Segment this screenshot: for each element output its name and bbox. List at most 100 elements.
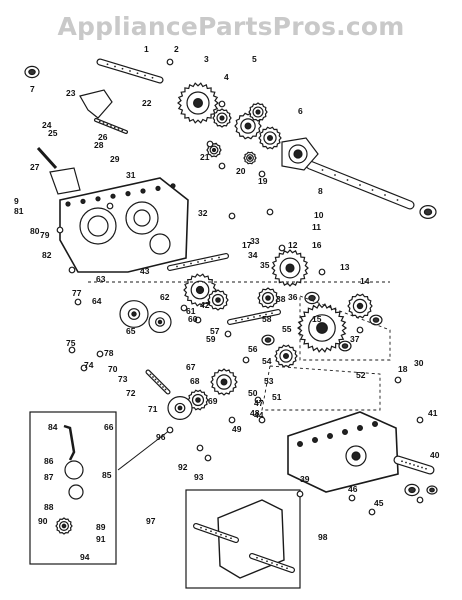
callout-45: 45 (374, 498, 384, 508)
needle-bearing-a (304, 291, 320, 305)
fastener-2 (218, 100, 226, 108)
fastener-4 (218, 162, 226, 170)
callout-41: 41 (428, 408, 438, 418)
callout-85: 85 (102, 470, 112, 480)
large-top-gear (177, 82, 219, 124)
callout-58: 58 (262, 314, 272, 324)
watermark-text: AppliancePartsPros.com (57, 12, 405, 41)
fastener-12 (416, 416, 424, 424)
callout-36: 36 (288, 292, 298, 302)
callout-12: 12 (288, 240, 298, 250)
callout-37: 37 (350, 334, 360, 344)
fastener-11 (394, 376, 402, 384)
callout-11: 11 (312, 222, 321, 232)
needle-bearing-b (261, 334, 275, 346)
detent-bracket (49, 167, 81, 195)
fastener-13 (416, 496, 424, 504)
right-small-gear (347, 293, 373, 319)
callout-98: 98 (318, 532, 328, 542)
callout-14: 14 (360, 276, 370, 286)
callout-15: 15 (312, 314, 322, 324)
fastener-20 (106, 202, 114, 210)
idler-gear-b (187, 389, 209, 411)
callout-88: 88 (44, 502, 54, 512)
assembly-outline-b (261, 365, 381, 411)
callout-23: 23 (66, 88, 76, 98)
callout-21: 21 (200, 152, 210, 162)
fastener-8 (278, 244, 286, 252)
fastener-25 (80, 364, 88, 372)
idler-shaft (145, 369, 171, 395)
callout-42: 42 (200, 300, 210, 310)
fastener-5 (258, 170, 266, 178)
callout-80: 80 (30, 226, 40, 236)
callout-4: 4 (224, 72, 229, 82)
callout-67: 67 (186, 362, 196, 372)
callout-18: 18 (398, 364, 408, 374)
inset-axle-left (193, 523, 239, 543)
callout-89: 89 (96, 522, 106, 532)
fastener-7 (266, 208, 274, 216)
output-shaft-stub (393, 455, 435, 475)
fastener-17 (166, 426, 174, 434)
callout-68: 68 (190, 376, 200, 386)
callout-59: 59 (206, 334, 216, 344)
callout-57: 57 (210, 326, 220, 336)
fastener-15 (348, 494, 356, 502)
transmission-case-half (59, 177, 189, 273)
center-gear-b (207, 289, 229, 311)
callout-77: 77 (72, 288, 82, 298)
callout-91: 91 (96, 534, 106, 544)
fastener-9 (318, 268, 326, 276)
right-hub-nut (419, 205, 437, 220)
callout-92: 92 (178, 462, 188, 472)
callout-63: 63 (96, 274, 106, 284)
inset-small-gear (55, 517, 73, 535)
needle-bearing-c (338, 340, 352, 352)
callout-50: 50 (248, 388, 258, 398)
fastener-19 (204, 454, 212, 462)
inset-shift-detail-frame (29, 411, 117, 565)
inset-shift-lever (63, 424, 76, 461)
inset-assembled-frame (185, 489, 301, 589)
callout-34: 34 (248, 250, 258, 260)
callout-24: 24 (42, 120, 52, 130)
fastener-26 (96, 350, 104, 358)
callout-9: 9 (14, 196, 19, 206)
fastener-30 (242, 356, 250, 364)
assembly-outline-a (299, 295, 391, 361)
fastener-22 (68, 266, 76, 274)
mid-right-spur-gear (271, 249, 309, 287)
fastener-27 (180, 304, 188, 312)
left-hub-nut (24, 65, 40, 79)
callout-73: 73 (118, 374, 128, 384)
fastener-21 (56, 226, 64, 234)
callout-8: 8 (318, 186, 323, 196)
lower-small-gear (274, 344, 298, 368)
callout-84: 84 (48, 422, 58, 432)
callout-5: 5 (252, 54, 257, 64)
callout-48: 48 (250, 408, 260, 418)
callout-19: 19 (258, 176, 268, 186)
callout-72: 72 (126, 388, 136, 398)
thrust-washer-b (148, 310, 172, 334)
callout-38: 38 (276, 294, 286, 304)
upper-bevel-gear (248, 102, 268, 122)
callout-13: 13 (340, 262, 350, 272)
callout-87: 87 (44, 472, 54, 482)
fastener-16 (296, 490, 304, 498)
fastener-6 (228, 212, 236, 220)
callout-71: 71 (148, 404, 158, 414)
callout-60: 60 (188, 314, 198, 324)
callout-30: 30 (414, 358, 424, 368)
fastener-31 (254, 396, 262, 404)
inset-axle-right (249, 553, 295, 573)
callout-52: 52 (356, 370, 366, 380)
callout-75: 75 (66, 338, 76, 348)
callout-43: 43 (140, 266, 150, 276)
inset-detent-ball (68, 484, 84, 500)
output-seal (404, 483, 420, 497)
callout-10: 10 (314, 210, 324, 220)
callout-82: 82 (42, 250, 52, 260)
shift-rod (94, 118, 128, 134)
